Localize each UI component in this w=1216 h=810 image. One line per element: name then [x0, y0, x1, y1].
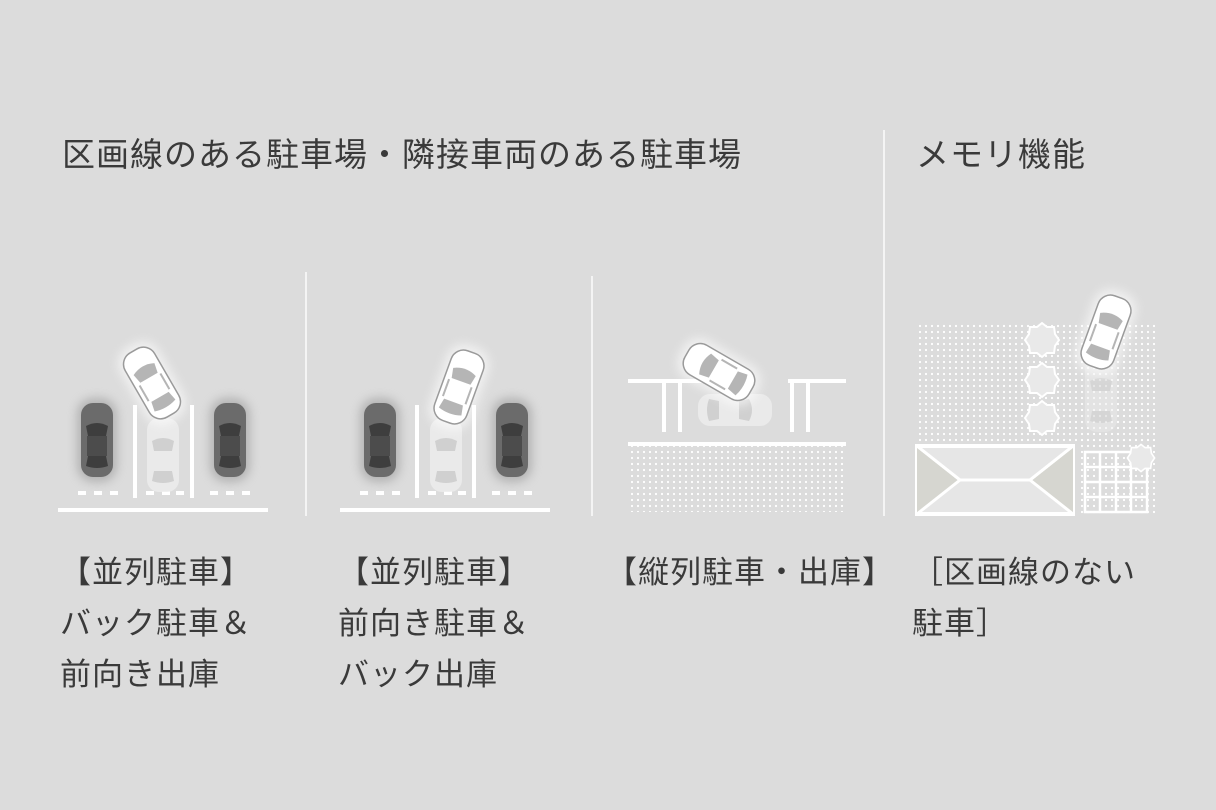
caption-longitudinal-parking: 【縦列駐車・出庫】	[606, 555, 894, 591]
obstacle-cloud-icon	[1126, 443, 1156, 473]
divider-1	[305, 272, 307, 516]
panel-1-illustration	[58, 335, 268, 512]
white-car-icon	[424, 339, 495, 435]
dark-car-icon	[492, 398, 532, 482]
panel-4-illustration	[915, 284, 1156, 516]
obstacle-cloud-icon	[1024, 362, 1060, 398]
caption-parallel-back-parking: 【並列駐車】 バック駐車＆ 前向き出庫	[60, 555, 252, 693]
house-icon	[915, 444, 1075, 516]
heading-memory-function: メモリ機能	[916, 135, 1086, 174]
dark-car-icon	[360, 398, 400, 482]
ghost-car-icon	[147, 418, 179, 492]
panel-2-illustration	[340, 339, 550, 512]
heading-lined-parking: 区画線のある駐車場・隣接車両のある駐車場	[62, 135, 742, 174]
grid-building-icon	[1083, 450, 1149, 514]
dark-car-icon	[77, 398, 117, 482]
divider-2	[591, 276, 593, 516]
caption-no-lines-parking: ［区画線のない 駐車］	[912, 555, 1136, 642]
divider-main	[883, 130, 885, 516]
panel-3-illustration	[628, 331, 846, 512]
obstacle-cloud-icon	[1024, 400, 1060, 436]
dark-car-icon	[210, 398, 250, 482]
white-car-icon	[111, 335, 192, 431]
caption-parallel-forward-parking: 【並列駐車】 前向き駐車＆ バック出庫	[338, 555, 530, 693]
obstacle-cloud-icon	[1024, 322, 1060, 358]
